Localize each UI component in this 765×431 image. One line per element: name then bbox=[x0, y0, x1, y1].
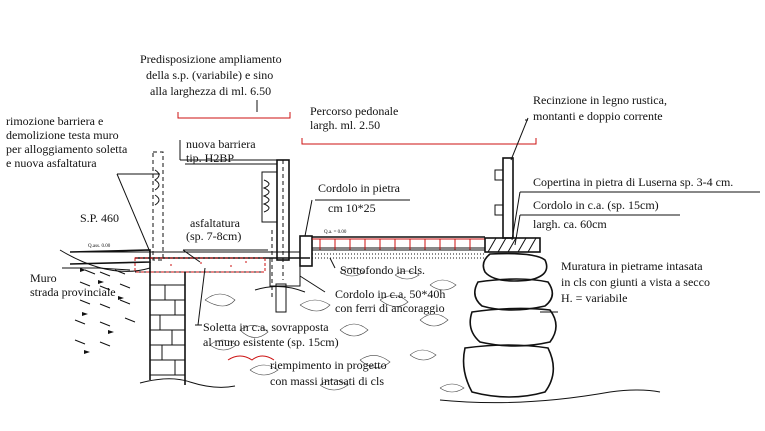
label-cordolo-5040-2: con ferri di ancoraggio bbox=[335, 301, 445, 315]
label-rimozione-3: per alloggiamento soletta bbox=[6, 142, 128, 156]
label-soletta-2: al muro esistente (sp. 15cm) bbox=[203, 335, 339, 349]
dimension-brackets bbox=[177, 112, 537, 145]
label-predisposizione-1: Predisposizione ampliamento bbox=[140, 52, 282, 66]
label-muro-1: Muro bbox=[30, 271, 57, 285]
label-percorso-2: largh. ml. 2.50 bbox=[310, 118, 380, 132]
label-predisposizione-3: alla larghezza di ml. 6.50 bbox=[150, 84, 271, 98]
label-nuova-barriera-2: tip. H2BP bbox=[186, 151, 234, 165]
label-cordolo-pietra-2: cm 10*25 bbox=[328, 201, 376, 215]
label-rimozione-1: rimozione barriera e bbox=[6, 114, 103, 128]
label-quota-right: Q.a. = 0.00 bbox=[324, 230, 347, 235]
label-sottofondo: Sottofondo in cls. bbox=[340, 263, 425, 277]
label-muratura-2: in cls con giunti a vista a secco bbox=[561, 275, 710, 289]
label-soletta-1: Soletta in c.a. sovrapposta bbox=[203, 320, 329, 334]
label-cordolo-5040-1: Cordolo in c.a. 50*40h bbox=[335, 287, 445, 301]
fill-stones bbox=[204, 267, 465, 393]
label-rimozione-2: demolizione testa muro bbox=[6, 128, 119, 142]
label-riempimento-1: riempimento in progetto bbox=[270, 358, 387, 372]
asphalt-layer bbox=[134, 257, 266, 273]
label-rimozione-4: e nuova asfaltatura bbox=[6, 156, 97, 170]
label-predisposizione-2: della s.p. (variabile) e sino bbox=[146, 68, 273, 82]
label-asfaltatura-1: asfaltatura bbox=[190, 216, 241, 230]
label-copertina: Copertina in pietra di Luserna sp. 3-4 c… bbox=[533, 175, 733, 189]
pedestrian-path bbox=[312, 236, 485, 259]
label-muro-2: strada provinciale bbox=[30, 285, 116, 299]
labels: Predisposizione ampliamento della s.p. (… bbox=[6, 52, 733, 388]
stone-curb bbox=[299, 235, 313, 267]
leader-lines bbox=[62, 100, 760, 326]
brick-wall bbox=[139, 284, 236, 388]
old-barrier-post bbox=[152, 151, 164, 261]
stone-masonry bbox=[439, 252, 661, 404]
label-muratura-1: Muratura in pietrame intasata bbox=[561, 259, 703, 273]
label-asfaltatura-2: (sp. 7-8cm) bbox=[186, 229, 241, 243]
label-riempimento-2: con massi intasati di cls bbox=[270, 374, 384, 388]
label-muratura-3: H. = variabile bbox=[561, 291, 627, 305]
label-recinzione-1: Recinzione in legno rustica, bbox=[533, 93, 667, 107]
label-sp460: S.P. 460 bbox=[80, 211, 119, 225]
label-quota-left: Q.ass. 0.00 bbox=[88, 244, 111, 249]
label-nuova-barriera-1: nuova barriera bbox=[186, 137, 256, 151]
label-cordolo-ca-1: Cordolo in c.a. (sp. 15cm) bbox=[533, 198, 659, 212]
label-recinzione-2: montanti e doppio corrente bbox=[533, 109, 663, 123]
new-barrier bbox=[254, 159, 306, 313]
label-cordolo-ca-2: largh. ca. 60cm bbox=[533, 217, 607, 231]
ground-hatch bbox=[74, 268, 136, 354]
label-percorso-1: Percorso pedonale bbox=[310, 104, 398, 118]
label-cordolo-pietra-1: Cordolo in pietra bbox=[318, 181, 401, 195]
